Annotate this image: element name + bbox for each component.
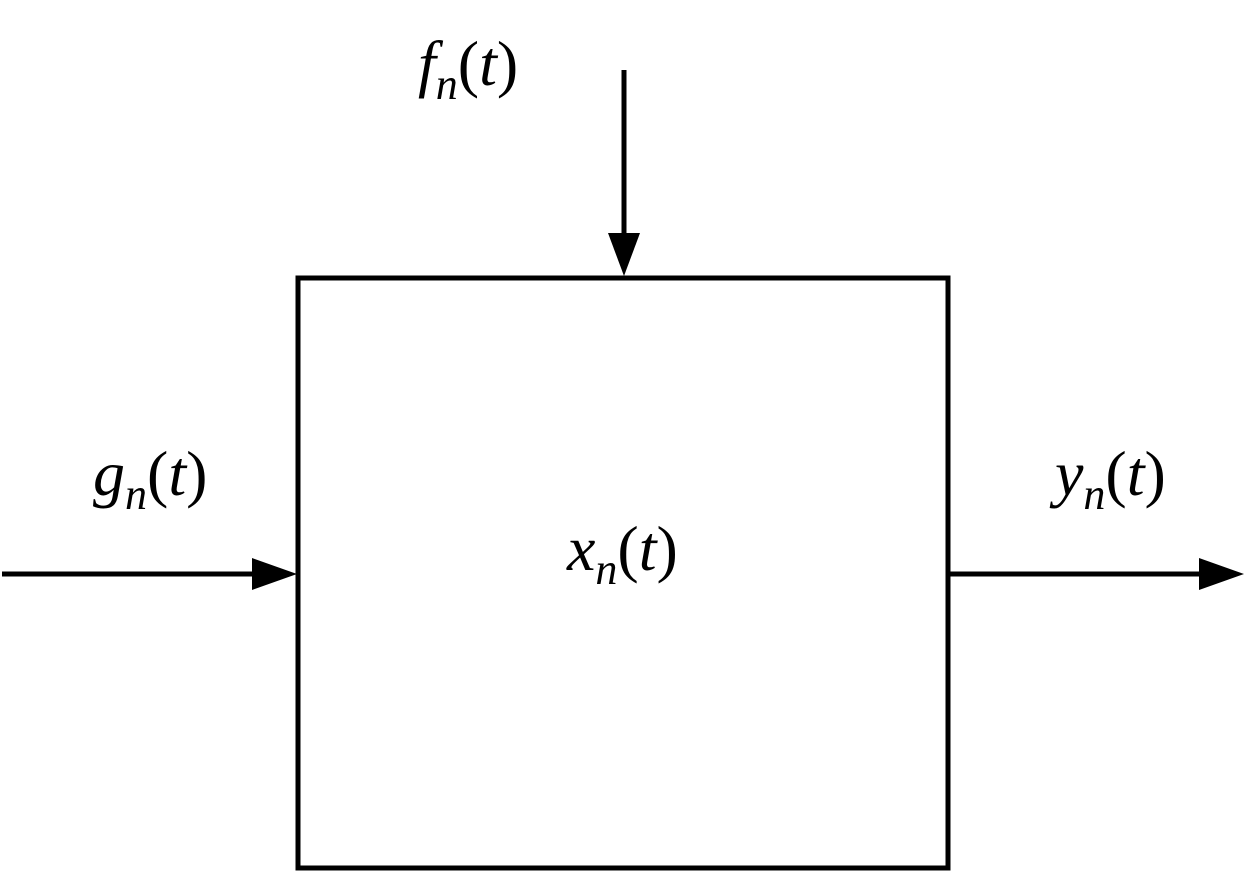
right-output-label: yn(t) xyxy=(1049,438,1166,519)
block-state-argument: t xyxy=(639,513,659,584)
left-input-arrow xyxy=(2,558,297,590)
top-input-argument: t xyxy=(479,28,499,99)
block-state-symbol: x xyxy=(566,513,595,584)
block-state-subscript: n xyxy=(595,545,617,594)
left-input-symbol: g xyxy=(93,438,125,509)
right-output-symbol: y xyxy=(1049,438,1084,509)
top-input-arrowhead xyxy=(608,233,640,276)
right-output-arrow xyxy=(948,558,1244,590)
left-input-arrowhead xyxy=(252,558,297,590)
left-input-label: gn(t) xyxy=(93,438,207,519)
block-state-label: xn(t) xyxy=(566,513,678,594)
top-input-arrow xyxy=(608,70,640,276)
top-input-label: fn(t) xyxy=(418,28,518,109)
right-output-argument: t xyxy=(1127,438,1147,509)
left-input-subscript: n xyxy=(125,470,147,519)
top-input-subscript: n xyxy=(436,60,458,109)
right-output-subscript: n xyxy=(1083,470,1105,519)
right-output-arrowhead xyxy=(1199,558,1244,590)
left-input-argument: t xyxy=(168,438,188,509)
